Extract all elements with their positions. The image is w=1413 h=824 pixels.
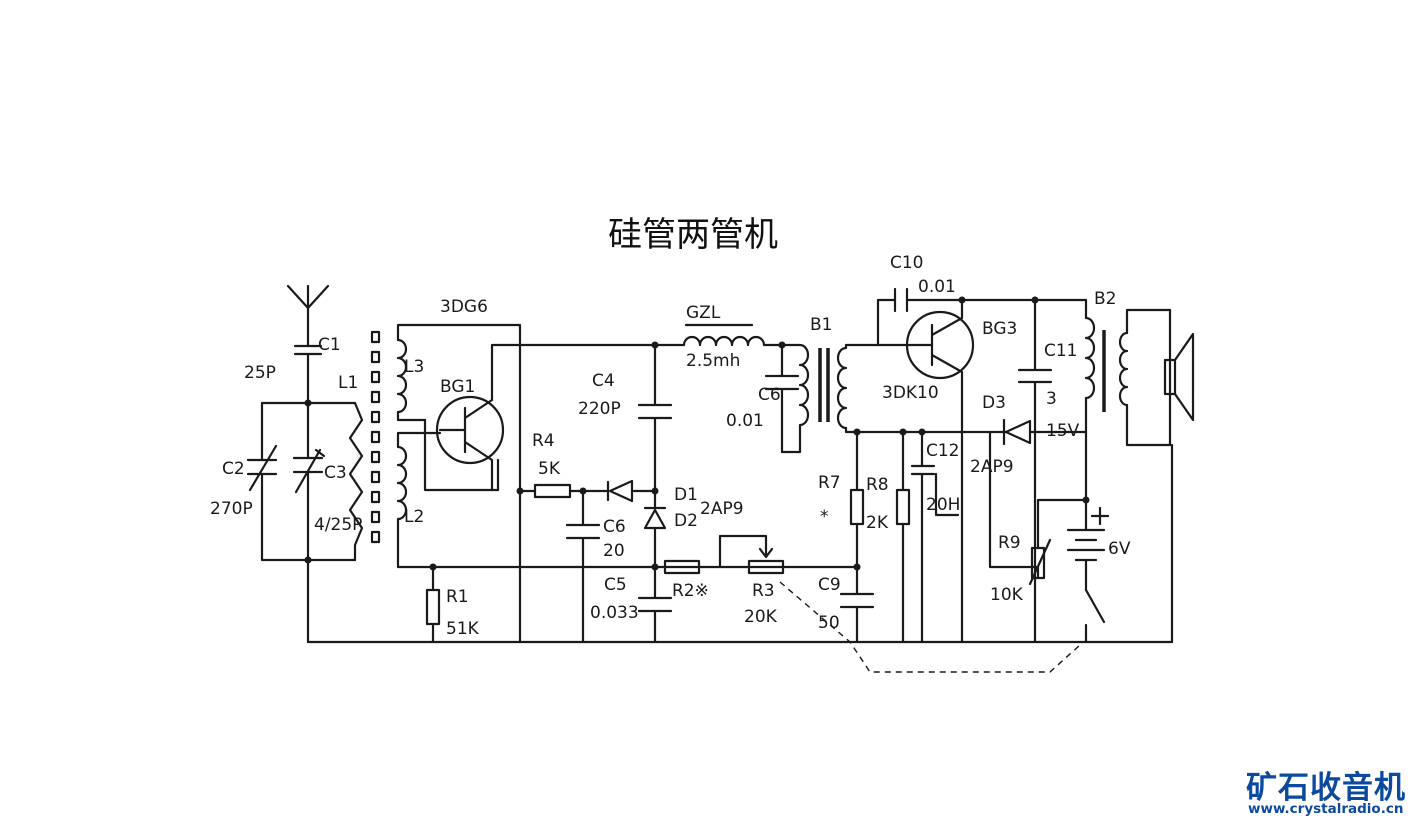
diode-d3 [988, 418, 1088, 512]
label-c5-value: 0.033 [590, 603, 639, 623]
label-l2: L2 [404, 507, 424, 527]
label-c6-001-value: 0.01 [726, 411, 764, 431]
speaker-icon [1163, 332, 1195, 422]
label-c5: C5 [604, 575, 627, 595]
label-r1-value: 51K [446, 619, 480, 639]
resistor-r2 [663, 559, 701, 575]
ganged-switch-link [779, 581, 1081, 673]
trimmer-capacitor-c3 [292, 448, 326, 494]
label-r4: R4 [532, 431, 555, 451]
label-c6-001: C6 [758, 385, 781, 405]
antenna-symbol [286, 284, 330, 348]
capacitor-c5 [637, 565, 673, 644]
label-c4: C4 [592, 371, 615, 391]
label-r3-value: 20K [744, 607, 778, 627]
diagram-title: 硅管两管机 [608, 215, 778, 255]
label-c6-20: C6 [603, 517, 626, 537]
label-c1: C1 [318, 335, 341, 355]
label-r8-value: 2K [866, 513, 889, 533]
label-r2: R2※ [672, 581, 709, 601]
resistor-r9 [988, 498, 1088, 586]
capacitor-c2 [246, 444, 278, 492]
label-d2: D2 [674, 511, 698, 531]
label-c9-value: 50 [818, 613, 840, 633]
label-r4-value: 5K [538, 459, 561, 479]
label-bg3-type: 3DK10 [882, 383, 939, 403]
capacitor-c1 [293, 344, 323, 405]
capacitor-c12 [910, 430, 960, 644]
label-c9: C9 [818, 575, 841, 595]
capacitor-c6-20 [565, 489, 601, 644]
ferrite-rod [370, 330, 381, 544]
coil-l1 [348, 401, 364, 562]
label-d3: D3 [982, 393, 1006, 413]
capacitor-c9 [839, 565, 875, 644]
capacitor-c6-001 [764, 343, 800, 454]
label-c6-20-value: 20 [603, 541, 625, 561]
label-r3: R3 [752, 581, 775, 601]
label-bg3: BG3 [982, 319, 1017, 339]
junction-dots [304, 296, 1090, 571]
label-c1-value: 25P [244, 363, 276, 383]
battery-6v [1066, 498, 1110, 592]
coil-l3 [396, 323, 522, 422]
label-l3: L3 [404, 357, 424, 377]
resistor-r7 [895, 430, 911, 644]
label-bg1-type: 3DG6 [440, 297, 488, 317]
watermark-url: www.crystalradio.cn [1248, 801, 1404, 817]
label-b1: B1 [810, 315, 832, 335]
label-d-type: 2AP9 [700, 499, 744, 519]
choke-gzl [653, 323, 784, 347]
diode-d2 [643, 489, 667, 569]
label-d3-value: 2AP9 [970, 457, 1014, 477]
capacitor-c10 [893, 287, 909, 313]
resistor-r8 [849, 430, 865, 569]
label-c11: C11 [1044, 341, 1078, 361]
label-l1: L1 [338, 373, 358, 393]
label-r9: R9 [998, 533, 1021, 553]
diode-d1 [581, 479, 657, 503]
label-gzl: GZL [686, 303, 721, 323]
transistor-bg1 [423, 343, 657, 492]
power-switch [1084, 588, 1106, 644]
label-r7: R7 [818, 473, 841, 493]
label-c11-value: 3 [1046, 389, 1057, 409]
label-c10: C10 [890, 253, 924, 273]
label-r1: R1 [446, 587, 469, 607]
label-gzl-value: 2.5mh [686, 351, 740, 371]
transistor-bg3 [876, 298, 1037, 644]
label-c3-value: 4/25P [314, 515, 362, 535]
transformer-b1 [780, 343, 992, 454]
label-c3: C3 [324, 463, 347, 483]
label-r9-value: 10K [990, 585, 1024, 605]
transformer-b2 [1033, 298, 1172, 502]
label-d1: D1 [674, 485, 698, 505]
label-c4-value: 220P [578, 399, 621, 419]
label-c11-voltage: 15V [1046, 421, 1080, 441]
watermark-logo-text: 矿石收音机 [1246, 770, 1406, 806]
label-c12-value: 20H [926, 495, 960, 515]
resistor-r1 [425, 565, 441, 644]
label-c2-value: 270P [210, 499, 253, 519]
capacitor-c11 [1017, 298, 1053, 644]
label-r7-value: * [820, 507, 829, 527]
label-battery: 6V [1108, 539, 1131, 559]
potentiometer-r3 [718, 534, 1081, 673]
label-b2: B2 [1094, 289, 1116, 309]
coil-l2 [396, 431, 442, 569]
label-bg1: BG1 [440, 377, 475, 397]
label-c2: C2 [222, 459, 245, 479]
capacitor-c4 [637, 343, 673, 493]
resistor-r4 [518, 483, 585, 499]
label-r8: R8 [866, 475, 889, 495]
label-c12: C12 [926, 441, 960, 461]
label-c10-value: 0.01 [918, 277, 956, 297]
